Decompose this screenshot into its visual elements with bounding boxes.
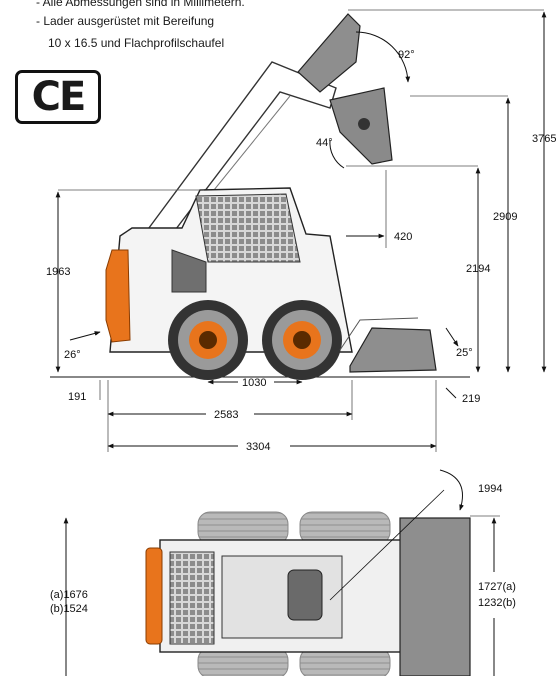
dim-wheelbase: 1030 [242,377,266,389]
bucket-raised [297,13,361,93]
dim-ground-clearance: 191 [68,391,86,403]
note-tires: - Lader ausgerüstet mit Bereifung [36,14,215,28]
bucket-top [399,517,471,676]
note-bucket: 10 x 16.5 und Flachprofilschaufel [48,36,225,50]
dim-length-total: 3304 [246,441,270,453]
angle-top: 92° [398,49,415,61]
angle-rear: 26° [64,349,81,361]
dim-hinge-height: 2909 [493,211,517,223]
dim-turn-radius: 1994 [478,483,502,495]
dim-bucket-low: 219 [462,393,480,405]
side-view: 3765 2909 2194 1963 420 92° 44° 26° 25° … [46,9,556,453]
tyre-rear-top [197,511,289,545]
dim-reach: 420 [394,231,412,243]
rear-counterweight-top [145,547,163,645]
cab-cage [195,193,301,263]
top-view: (a)1676 (b)1524 1727(a) 1232(b) 1994 [50,469,516,676]
dim-cab-height: 1963 [46,266,70,278]
dim-length-no-bucket: 2583 [214,409,238,421]
dim-bucket-a: 1727(a) [478,581,516,593]
rear-wheel [168,300,248,380]
angle-dump: 44° [316,137,333,149]
angle-front: 25° [456,347,473,359]
front-wheel [262,300,342,380]
ce-mark-logo: CE [15,70,101,124]
dim-dump-height: 2194 [466,263,490,275]
note-dimensions-unit: - Alle Abmessungen sind in Millimetern. [36,0,245,9]
rear-counterweight [105,249,131,343]
dim-bucket-b: 1232(b) [478,597,516,609]
bucket-lowered [349,327,437,373]
dim-width-b: (b)1524 [50,603,88,615]
dim-width-a: (a)1676 [50,589,88,601]
tyre-front-top [299,511,391,545]
dim-max-height: 3765 [532,133,556,145]
